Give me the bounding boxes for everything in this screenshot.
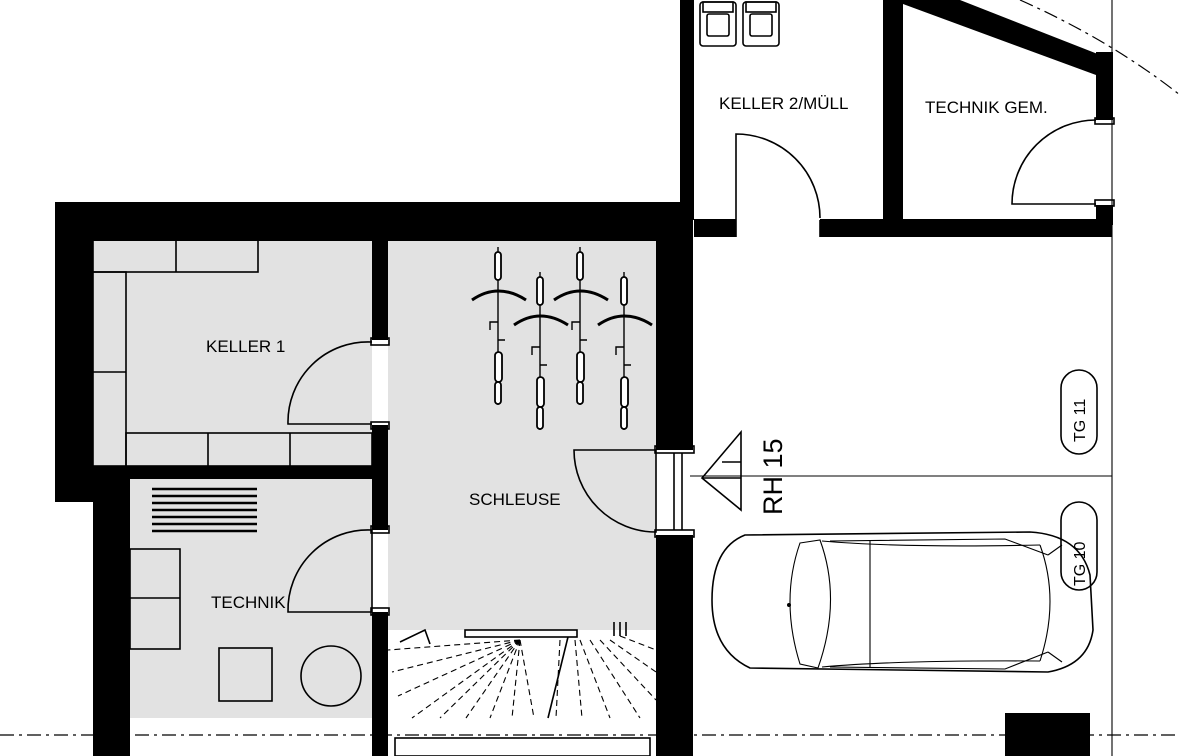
floor-schleuse: [388, 240, 656, 630]
bin-symbols: [699, 1, 780, 47]
label-keller1: KELLER 1: [206, 337, 285, 356]
staircase: [387, 622, 657, 756]
car: [711, 531, 1094, 673]
label-technik: TECHNIK: [211, 593, 286, 612]
label-tg11: TG 11: [1072, 399, 1089, 442]
section-symbol: [700, 429, 742, 512]
bicycle-1: [471, 247, 527, 405]
bicycle-4: [597, 272, 653, 430]
label-rh: RH 15: [758, 438, 788, 515]
tg11-badge: [1060, 369, 1098, 455]
technik-equipment: [129, 487, 362, 707]
walls: [55, 0, 1113, 756]
floor-keller1: [93, 240, 372, 466]
door-swings: [287, 119, 1097, 613]
bicycles: [471, 247, 653, 430]
room-labels: KELLER 1 TECHNIK SCHLEUSE KELLER 2/MÜLL …: [206, 94, 1089, 612]
bicycle-3: [553, 247, 609, 405]
tg-badges: [1060, 369, 1098, 591]
tg10-badge: [1060, 501, 1098, 591]
label-technik-gem: TECHNIK GEM.: [925, 98, 1048, 117]
keller1-shelves: [92, 239, 373, 467]
label-schleuse: SCHLEUSE: [469, 490, 561, 509]
label-keller2: KELLER 2/MÜLL: [719, 94, 848, 113]
label-tg10: TG 10: [1072, 541, 1089, 586]
floor-fills: [93, 240, 656, 718]
bicycle-2: [513, 272, 569, 430]
sloped-wall: [903, 0, 1113, 75]
radiator-lines: [152, 487, 257, 533]
